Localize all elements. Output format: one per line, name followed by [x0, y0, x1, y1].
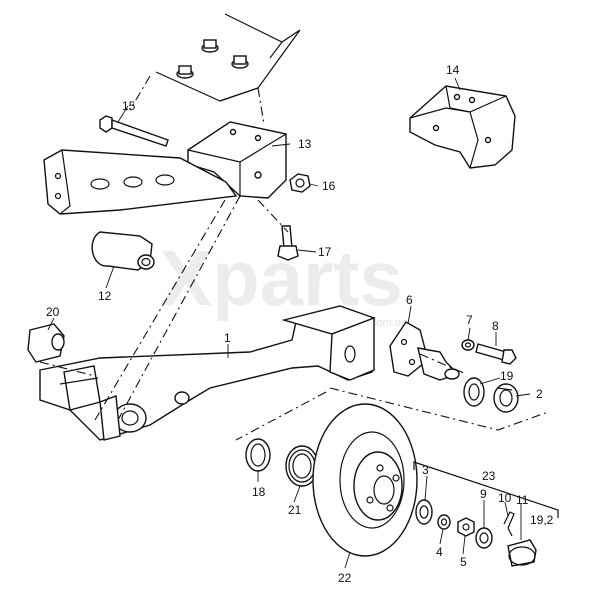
rubber-bushing-12 — [91, 231, 155, 271]
bearing-19 — [463, 377, 485, 407]
stub-axle-6 — [389, 321, 460, 381]
nut-5 — [457, 517, 475, 537]
callout-11: 11 — [516, 493, 529, 507]
callout-16: 16 — [322, 179, 336, 193]
callout-21: 21 — [288, 503, 302, 517]
assembly-lines — [39, 75, 549, 441]
callout-10: 10 — [498, 491, 512, 505]
callout-8: 8 — [492, 319, 499, 333]
mounting-bracket-13 — [187, 121, 287, 199]
callout-18: 18 — [252, 485, 266, 499]
side-bracket — [43, 149, 238, 215]
bolt-17 — [277, 225, 299, 261]
callout-17: 17 — [318, 245, 332, 259]
seal-18 — [245, 438, 271, 472]
bushing-20 — [27, 323, 65, 363]
bolt-15 — [99, 115, 169, 147]
bearing-21 — [285, 445, 319, 487]
callout-6: 6 — [406, 293, 413, 307]
callout-1: 1 — [224, 331, 231, 345]
bearing-2 — [493, 383, 519, 413]
callout-3: 3 — [422, 463, 429, 477]
callout-7: 7 — [466, 313, 473, 327]
callout-19-2: 19,2 — [530, 513, 554, 527]
callout-9: 9 — [480, 487, 487, 501]
grease-cap-11 — [507, 539, 537, 567]
bearing-3 — [415, 499, 433, 525]
watermark-site: .com.ua — [368, 317, 408, 329]
callout-14: 14 — [446, 63, 460, 77]
callout-15: 15 — [122, 99, 136, 113]
callout-2: 2 — [536, 387, 543, 401]
leader-lines — [47, 77, 531, 569]
bolt-8 — [475, 343, 517, 365]
nut-16 — [289, 173, 311, 193]
brake-disc-22 — [312, 403, 418, 557]
callout-19: 19 — [500, 369, 514, 383]
callout-20: 20 — [46, 305, 60, 319]
axle-beam-1 — [39, 305, 377, 441]
callout-4: 4 — [436, 545, 443, 559]
washer-7 — [461, 339, 475, 351]
split-pin-10 — [503, 511, 515, 537]
washer-4 — [437, 514, 451, 530]
bracket-14 — [409, 85, 516, 169]
callout-22: 22 — [338, 571, 352, 585]
callout-13: 13 — [298, 137, 312, 151]
callout-12: 12 — [98, 289, 112, 303]
body-floor-section — [155, 13, 301, 102]
lock-ring-9 — [475, 527, 493, 549]
callout-23: 23 — [482, 469, 496, 483]
callout-5: 5 — [460, 555, 467, 569]
kit-23-bracket — [413, 461, 559, 518]
callout-labels: 1 2 3 4 5 6 7 8 9 10 11 12 13 14 15 16 1… — [46, 63, 554, 585]
